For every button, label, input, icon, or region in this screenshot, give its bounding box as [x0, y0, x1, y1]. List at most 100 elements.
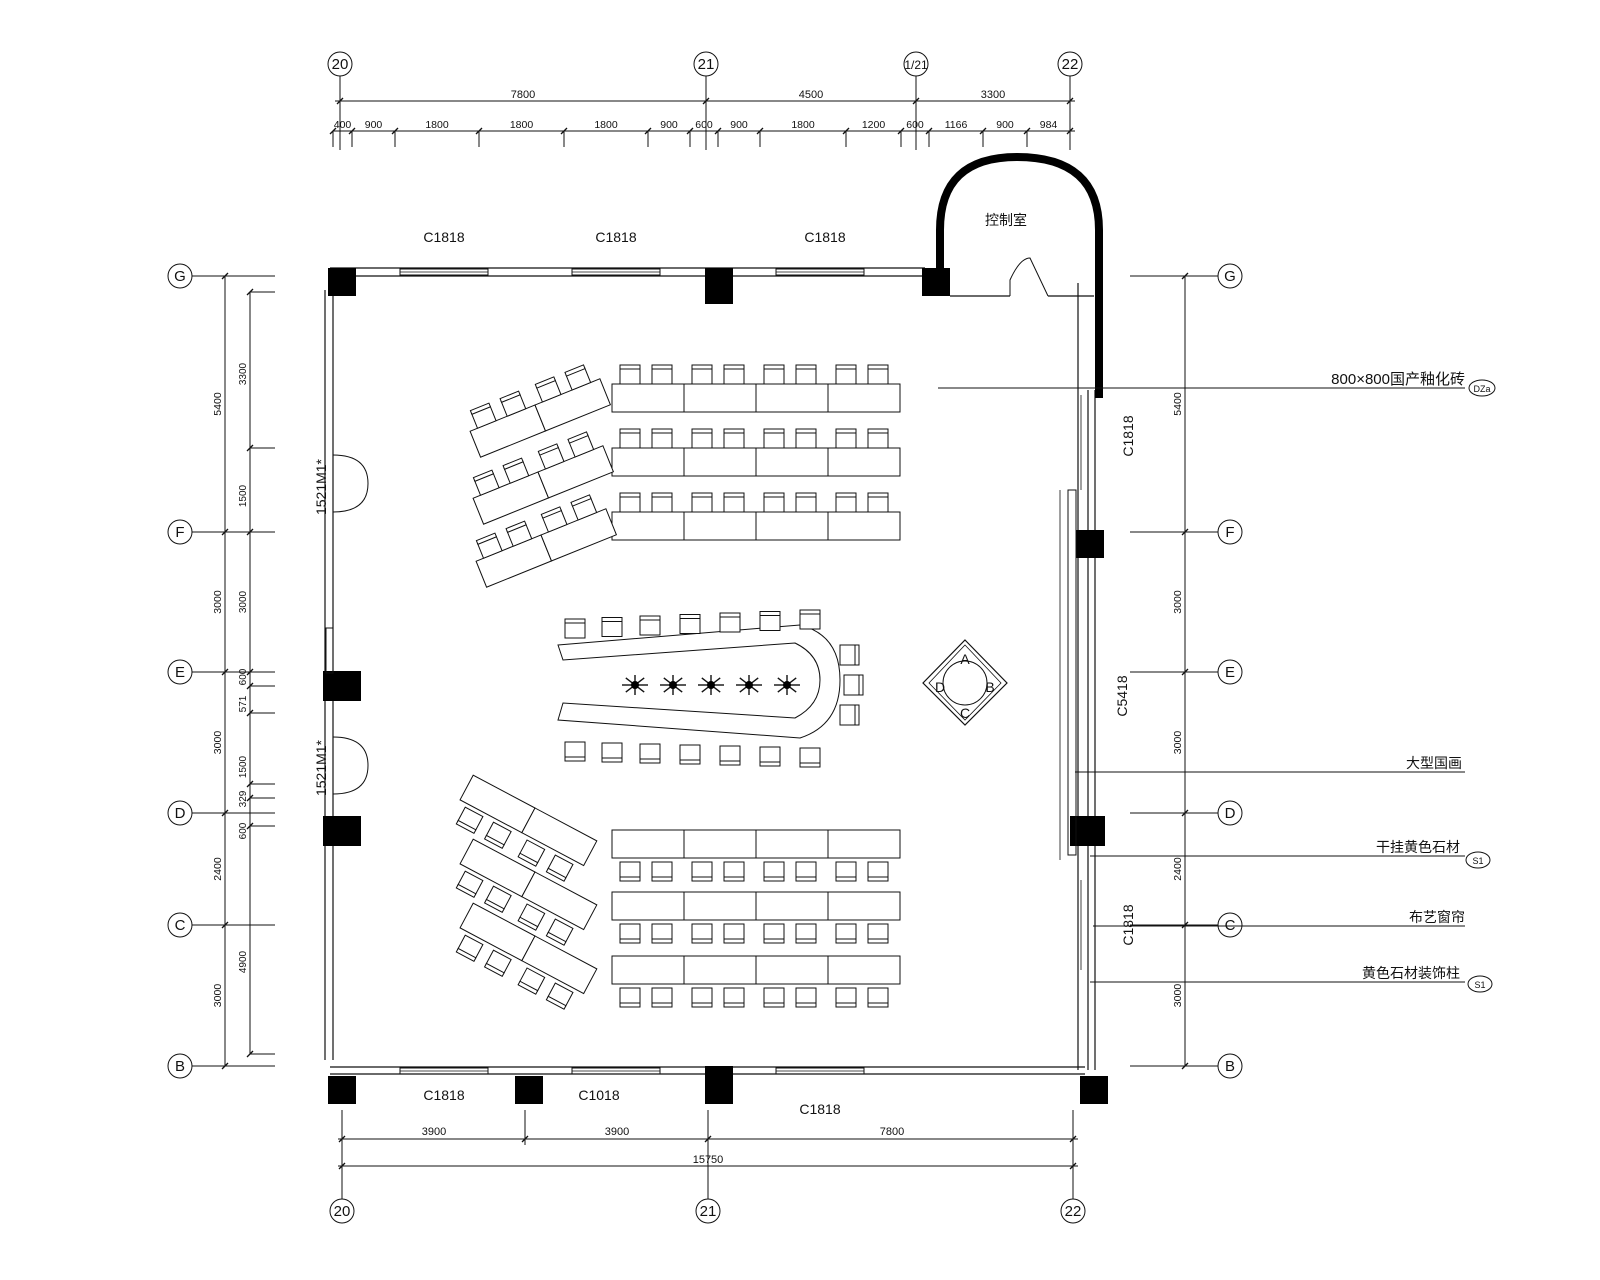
chair-back [499, 390, 521, 403]
chair-back [455, 883, 477, 898]
chair-back [619, 428, 641, 434]
chair-back [545, 995, 567, 1010]
chair [475, 532, 503, 559]
chair-seat [619, 987, 641, 1005]
dim-tick [221, 272, 229, 280]
axis-label-left: B [175, 1058, 185, 1075]
chair-back [517, 916, 539, 931]
chair [867, 428, 889, 449]
chair [799, 747, 821, 768]
column [705, 268, 733, 304]
chair-seat [835, 431, 857, 449]
dim-tick [246, 780, 254, 788]
axis-bubble-circle [1217, 800, 1243, 826]
chair-back [763, 364, 785, 370]
angled-desk-group [469, 364, 612, 458]
chair-seat [763, 923, 785, 941]
chair-seat [835, 495, 857, 513]
chair-back [867, 876, 889, 882]
chair-back [867, 1002, 889, 1008]
dim-tick [1181, 921, 1189, 929]
chair-back [639, 758, 661, 764]
medallion-circle [942, 660, 988, 706]
chair-seat [719, 615, 741, 633]
wall-hatch [325, 627, 334, 674]
dim-top-detail: 900 [730, 119, 748, 131]
axis-bubble-circle [1217, 519, 1243, 545]
axis-bubble-circle [1217, 912, 1243, 938]
column [323, 671, 361, 701]
dim-bottom-total: 15750 [693, 1154, 724, 1166]
chair-seat [691, 923, 713, 941]
chair [723, 364, 745, 385]
dim-tick [1181, 809, 1189, 817]
conference-table [557, 624, 841, 739]
control-room-wall [936, 152, 1103, 398]
chair [867, 987, 889, 1008]
chair-back [723, 364, 745, 370]
chair [835, 987, 857, 1008]
chair-back [517, 852, 539, 867]
furniture [455, 364, 1008, 1010]
window-label-bottom: C1818 [799, 1101, 840, 1117]
chair-seat [723, 861, 745, 879]
chair-back [763, 492, 785, 498]
medallion-letter: B [985, 679, 994, 695]
dim-tick [336, 97, 344, 105]
dim-tick [246, 709, 254, 717]
axis-bubble-circle [167, 519, 193, 545]
angled-desk-group [472, 431, 615, 525]
axis-label-left: G [174, 268, 186, 285]
chair [835, 861, 857, 882]
chair-back [867, 428, 889, 434]
chair [483, 949, 512, 978]
chair [835, 923, 857, 944]
tag-ellipse [1468, 379, 1496, 397]
medallion-inner [928, 644, 1002, 721]
axis-label-left: D [175, 805, 186, 822]
chair [835, 364, 857, 385]
chair [839, 704, 860, 726]
dim-tick [912, 97, 920, 105]
chair [502, 457, 530, 484]
dim-tick [221, 1062, 229, 1070]
dim-top-detail: 1200 [862, 119, 886, 131]
chair [472, 469, 500, 496]
chair [867, 492, 889, 513]
dim-left-outer: 3000 [212, 731, 224, 755]
chair-seat [867, 495, 889, 513]
chair [691, 987, 713, 1008]
dim-bottom-detail: 3900 [422, 1126, 446, 1138]
dim-left-inner: 600 [238, 668, 249, 685]
desk [540, 508, 618, 562]
axis-label-right: B [1225, 1058, 1235, 1075]
dim-left-inner: 600 [238, 822, 249, 839]
dimension-lines [192, 76, 1218, 1199]
walls [323, 152, 1108, 1104]
flower-center [707, 681, 715, 689]
dim-tick [714, 127, 722, 135]
chair-seat [723, 431, 745, 449]
chair-back [619, 876, 641, 882]
label-tile-tag: DZa [1473, 384, 1490, 394]
flower-center [783, 681, 791, 689]
axis-bubble-circle [1060, 1198, 1086, 1224]
dim-tick [246, 682, 254, 690]
chair-seat [795, 431, 817, 449]
chair-back [619, 492, 641, 498]
chair [545, 854, 574, 882]
chair [763, 364, 785, 385]
flower-decoration [774, 675, 800, 695]
chair [651, 861, 673, 882]
chair-back [799, 609, 821, 615]
chair [679, 614, 701, 634]
chair-back [475, 532, 498, 545]
chair-seat [691, 987, 713, 1005]
chair-back [651, 1002, 673, 1008]
chair [483, 821, 512, 850]
dim-right: 3000 [1172, 731, 1184, 755]
dim-top-detail: 900 [660, 119, 678, 131]
chair [723, 428, 745, 449]
chair [763, 923, 785, 944]
